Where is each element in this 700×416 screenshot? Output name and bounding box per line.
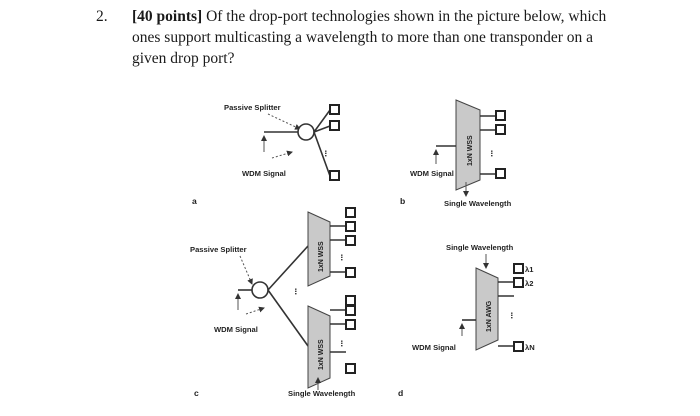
panel-a-port <box>329 120 340 131</box>
panel-a: Passive Splitter ⋮ WDM Signal a <box>192 103 340 206</box>
panel-c-port <box>345 319 356 330</box>
panel-c-middle-ellipsis: ⋮ <box>292 287 300 296</box>
figure-svg: Passive Splitter ⋮ WDM Signal a 1xN WSS <box>190 99 535 398</box>
panel-c-bottom-ellipsis: ⋮ <box>338 339 346 348</box>
panel-c-port <box>345 295 356 306</box>
panel-c: Passive Splitter WDM Signal ⋮ 1xN WSS ⋮ … <box>190 207 356 398</box>
panel-c-bottom-wss-outputs <box>330 309 346 353</box>
panel-a-splitter-outputs <box>313 109 331 177</box>
drop-port-figure: Passive Splitter ⋮ WDM Signal a 1xN WSS <box>180 96 580 408</box>
panel-a-wdm-pointer <box>271 150 293 159</box>
panel-a-splitter <box>297 123 315 141</box>
panel-d-port-lambda-n <box>513 341 524 352</box>
panel-b-input-label: WDM Signal <box>410 169 454 178</box>
panel-c-port <box>345 235 356 246</box>
panel-c-wdm-pointer <box>245 306 265 315</box>
panel-c-top-wss-label: 1xN WSS <box>318 241 325 272</box>
panel-c-top-wss-device <box>307 211 331 287</box>
panel-a-letter: a <box>192 196 197 206</box>
panel-b-port <box>495 168 506 179</box>
panel-b-output-label: Single Wavelength <box>444 199 512 208</box>
question-points: [40 points] <box>132 8 203 25</box>
panel-c-splitter-label: Passive Splitter <box>190 245 247 254</box>
panel-c-splitter <box>251 281 269 299</box>
panel-c-top-wss-outputs <box>330 225 346 273</box>
panel-c-port <box>345 207 356 218</box>
panel-b-port <box>495 110 506 121</box>
panel-d-port-lambda-1 <box>513 263 524 274</box>
panel-c-input-label: WDM Signal <box>214 325 258 334</box>
panel-d-awg-label: 1xN AWG <box>486 300 493 332</box>
panel-d-input-label: WDM Signal <box>412 343 456 352</box>
panel-c-port <box>345 267 356 278</box>
panel-d-lambda-2: λ2 <box>525 279 533 288</box>
panel-d-letter: d <box>398 388 403 398</box>
panel-d-top-label: Single Wavelength <box>446 243 514 252</box>
panel-b-ellipsis: ⋮ <box>488 149 496 158</box>
panel-c-port <box>345 305 356 316</box>
panel-d-ellipsis: ⋮ <box>508 311 516 320</box>
panel-b-port <box>495 124 506 135</box>
panel-d-lambda-1: λ1 <box>525 265 534 274</box>
question-block: 2. [40 points] Of the drop-port technolo… <box>96 6 626 69</box>
panel-b-wss-outputs <box>480 115 496 175</box>
panel-d: Single Wavelength 1xN AWG λ1 λ2 λN ⋮ WDM… <box>398 243 535 398</box>
panel-b-letter: b <box>400 196 405 206</box>
panel-c-port <box>345 363 356 374</box>
question-body: [40 points] Of the drop-port technologie… <box>132 6 626 69</box>
panel-c-splitter-outputs <box>267 245 309 347</box>
panel-d-awg-device <box>475 267 499 351</box>
panel-c-bottom-wss-label: 1xN WSS <box>318 339 325 370</box>
panel-a-input-label: WDM Signal <box>242 169 286 178</box>
panel-c-letter: c <box>194 388 199 398</box>
panel-c-splitter-pointer <box>239 255 253 285</box>
panel-b-wss-device <box>455 99 481 191</box>
panel-d-lambda-n: λN <box>525 343 535 352</box>
panel-a-splitter-pointer <box>267 113 301 130</box>
panel-d-port-lambda-2 <box>513 277 524 288</box>
panel-c-top-ellipsis: ⋮ <box>338 253 346 262</box>
question-text: Of the drop-port technologies shown in t… <box>132 8 607 67</box>
panel-a-port <box>329 170 340 181</box>
panel-b-wss-label: 1xN WSS <box>467 135 474 166</box>
panel-c-output-label: Single Wavelength <box>288 389 356 398</box>
panel-d-awg-outputs <box>498 281 514 347</box>
question-number: 2. <box>96 8 108 25</box>
panel-a-splitter-label: Passive Splitter <box>224 103 281 112</box>
panel-a-port <box>329 104 340 115</box>
panel-c-port <box>345 221 356 232</box>
panel-b: 1xN WSS ⋮ WDM Signal b Single Wavelength <box>400 99 512 208</box>
panel-a-ellipsis: ⋮ <box>322 149 330 158</box>
panel-c-bottom-wss-device <box>307 305 331 389</box>
